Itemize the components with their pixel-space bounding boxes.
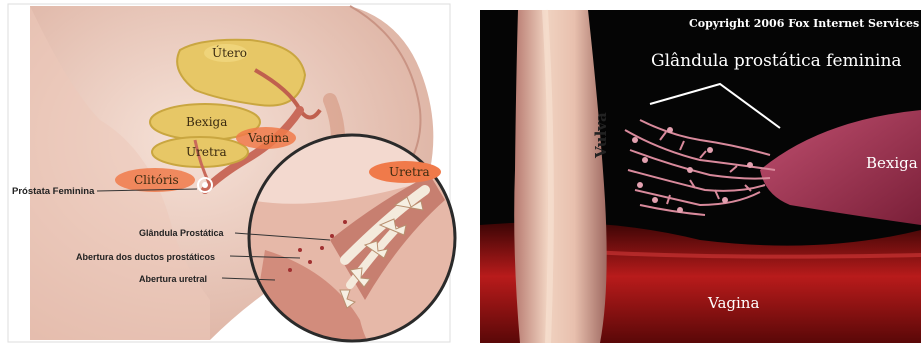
callout-glandula-prostatica: Glândula Prostática	[139, 228, 225, 238]
left-diagram: Útero Bexiga Vagina Uretra Clitóris Uret…	[0, 0, 462, 343]
label-vagina: Vagina	[247, 131, 289, 145]
label-utero: Útero	[212, 44, 247, 60]
callout-abertura-uretral: Abertura uretral	[139, 274, 207, 284]
label-vagina-right: Vagina	[707, 294, 759, 312]
label-uretra: Uretra	[186, 145, 227, 159]
callout-abertura-ductos: Abertura dos ductos prostáticos	[76, 252, 215, 262]
label-vulva: Vulva	[592, 112, 610, 159]
right-image: Copyright 2006 Fox Internet Services Glâ…	[462, 0, 921, 343]
label-bexiga: Bexiga	[186, 115, 227, 129]
copyright-text: Copyright 2006 Fox Internet Services	[689, 17, 919, 30]
label-uretra-inset: Uretra	[389, 165, 430, 179]
callout-prostata-feminina: Próstata Feminina	[12, 186, 95, 197]
label-clitoris: Clitóris	[134, 173, 179, 187]
label-bexiga-right: Bexiga	[866, 154, 918, 172]
title-glandula-prostatica-feminina: Glândula prostática feminina	[651, 51, 902, 71]
vulva-tissue	[514, 10, 606, 343]
